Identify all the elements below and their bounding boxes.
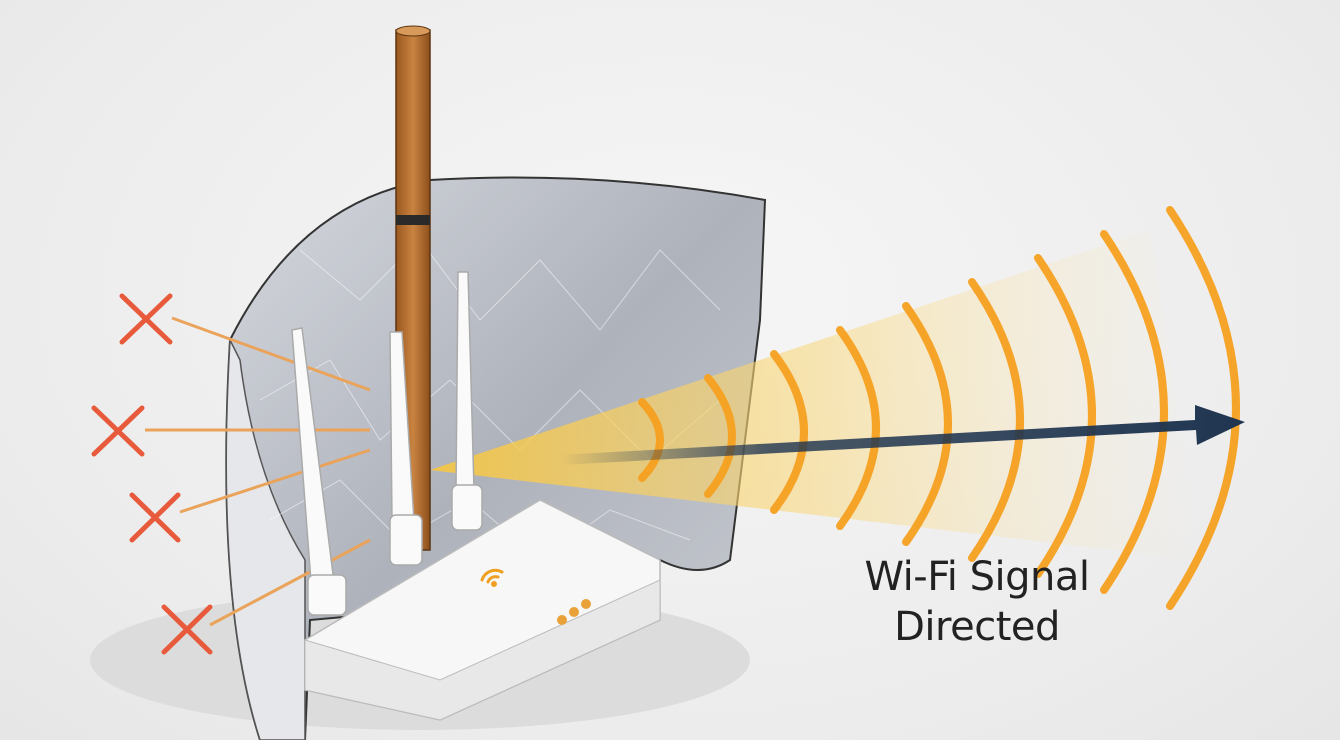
pole-band bbox=[396, 215, 430, 225]
signal-arc bbox=[1100, 230, 1168, 594]
signal-arc bbox=[902, 302, 952, 546]
signal-arc bbox=[836, 326, 880, 530]
router-side bbox=[304, 579, 661, 721]
label-line-2: Directed bbox=[894, 604, 1060, 650]
signal-arc bbox=[1166, 206, 1240, 610]
foil-fold bbox=[225, 337, 306, 740]
label-line-1: Wi-Fi Signal bbox=[864, 554, 1090, 600]
pole-top bbox=[395, 25, 431, 37]
wifi-icon bbox=[480, 568, 504, 587]
antenna-base bbox=[451, 484, 483, 531]
signal-arc bbox=[638, 398, 664, 482]
x-icon bbox=[161, 604, 213, 655]
arrow-right-icon bbox=[560, 405, 1245, 465]
signal-arc bbox=[704, 374, 736, 498]
x-icon bbox=[129, 492, 181, 543]
signal-arcs bbox=[638, 206, 1240, 610]
router-leds bbox=[557, 599, 591, 625]
signal-arc bbox=[968, 278, 1024, 562]
x-icon bbox=[91, 405, 145, 457]
signal-label: Wi-Fi Signal Directed bbox=[842, 552, 1112, 652]
antenna-base bbox=[389, 514, 423, 566]
blocked-marks bbox=[91, 293, 213, 655]
blocked-lines bbox=[145, 316, 371, 627]
antennas bbox=[291, 271, 483, 616]
x-icon bbox=[119, 293, 173, 345]
signal-arc bbox=[770, 350, 808, 514]
antenna-base bbox=[307, 574, 347, 616]
signal-arc bbox=[1034, 254, 1096, 578]
